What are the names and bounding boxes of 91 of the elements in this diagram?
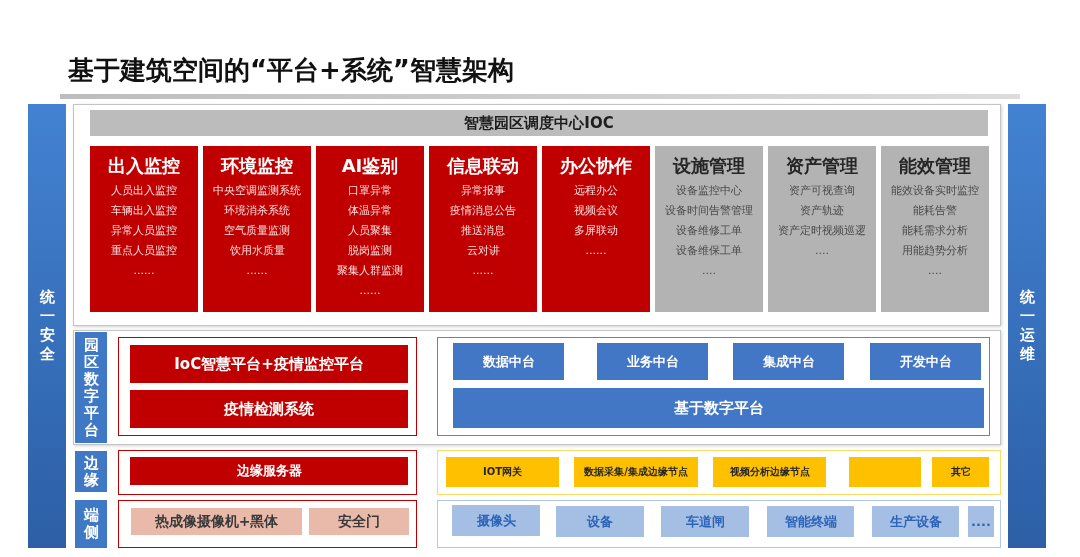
card-item: 多屏联动 [574, 223, 618, 239]
card-item: ...... [359, 283, 381, 299]
service-block: 业务中台 [597, 343, 708, 380]
service-block: 开发中台 [870, 343, 981, 380]
card-item: 环境消杀系统 [224, 203, 290, 219]
card-item: 资产定时视频巡逻 [778, 223, 866, 239]
device-block: 安全门 [309, 508, 409, 535]
card-heading: 办公协作 [560, 154, 632, 178]
card-item: 车辆出入监控 [111, 203, 177, 219]
side-bar: 统一安全 [28, 104, 66, 548]
card-item: 体温异常 [348, 203, 392, 219]
module-card [768, 146, 876, 312]
card-item: 能耗告警 [913, 203, 957, 219]
card-item: 脱岗监测 [348, 243, 392, 259]
card-item: 推送消息 [461, 223, 505, 239]
page-title: 基于建筑空间的“平台+系统”智慧架构 [68, 54, 514, 86]
card-item: .... [702, 263, 716, 279]
service-block: 数据中台 [453, 343, 564, 380]
module-card [881, 146, 989, 312]
group-panel [118, 337, 417, 436]
card-heading: 出入监控 [108, 154, 180, 178]
server-block: 边缘服务器 [130, 457, 408, 485]
system-block: 疫情检测系统 [130, 390, 408, 428]
edge-node-block: 视频分析边缘节点 [713, 457, 826, 487]
module-card [429, 146, 537, 312]
card-item: 饮用水质量 [229, 243, 285, 259]
device-block: 热成像摄像机+黑体 [131, 508, 302, 535]
card-heading: 环境监控 [221, 154, 293, 178]
card-item: 云对讲 [466, 243, 500, 259]
edge-node-block: 数据采集/集成边缘节点 [574, 457, 698, 487]
card-item: 设备监控中心 [676, 183, 742, 199]
card-item: 异常报事 [461, 183, 505, 199]
edge-node-block [849, 457, 921, 487]
layer-panel [73, 330, 1001, 445]
card-item: 空气质量监测 [224, 223, 290, 239]
card-heading: AI鉴别 [341, 154, 399, 178]
system-block: IoC智慧平台+疫情监控平台 [130, 345, 408, 383]
layer-panel [73, 104, 1001, 326]
card-item: 口罩异常 [348, 183, 392, 199]
card-item: .... [815, 243, 829, 259]
device-block: .... [968, 506, 994, 537]
module-card [90, 146, 198, 312]
card-item: ...... [472, 263, 494, 279]
group-panel [118, 450, 417, 495]
card-heading: 设施管理 [673, 154, 745, 178]
edge-node-block: 其它 [932, 457, 989, 487]
device-block: 设备 [556, 506, 644, 537]
card-item: 用能趋势分析 [902, 243, 968, 259]
device-block: 摄像头 [452, 505, 540, 536]
layer-label: 边缘 [75, 451, 107, 492]
module-card [203, 146, 311, 312]
device-block: 智能终端 [767, 506, 854, 537]
card-item: 视频会议 [574, 203, 618, 219]
card-item: 中央空调监测系统 [213, 183, 301, 199]
card-item: 重点人员监控 [111, 243, 177, 259]
card-item: ...... [585, 243, 607, 259]
card-item: 能效设备实时监控 [891, 183, 979, 199]
group-panel [437, 500, 1001, 548]
card-heading: 信息联动 [447, 154, 519, 178]
card-item: ...... [246, 263, 268, 279]
layer-label: 园区数字平台 [75, 332, 107, 443]
card-item: 资产轨迹 [800, 203, 844, 219]
card-item: 设备维修工单 [676, 223, 742, 239]
group-panel [118, 500, 417, 548]
group-panel [437, 337, 990, 436]
module-card [542, 146, 650, 312]
card-item: 异常人员监控 [111, 223, 177, 239]
card-item: 设备时间告警管理 [665, 203, 753, 219]
layer-label: 端侧 [75, 500, 107, 548]
card-heading: 资产管理 [786, 154, 858, 178]
module-card [316, 146, 424, 312]
side-bar: 统一运维 [1008, 104, 1046, 548]
card-item: .... [928, 263, 942, 279]
card-item: 远程办公 [574, 183, 618, 199]
device-block: 车道闸 [661, 506, 749, 537]
group-panel [437, 450, 1001, 495]
card-item: 人员聚集 [348, 223, 392, 239]
card-heading: 能效管理 [899, 154, 971, 178]
edge-node-block: IOT网关 [446, 457, 559, 487]
header-bar: 智慧园区调度中心IOC [90, 110, 988, 136]
card-item: ...... [133, 263, 155, 279]
device-block: 生产设备 [872, 506, 959, 537]
platform-block: 基于数字平台 [453, 388, 984, 428]
card-item: 聚集人群监测 [337, 263, 403, 279]
card-item: 设备维保工单 [676, 243, 742, 259]
card-item: 人员出入监控 [111, 183, 177, 199]
card-item: 疫情消息公告 [450, 203, 516, 219]
card-item: 能耗需求分析 [902, 223, 968, 239]
service-block: 集成中台 [733, 343, 844, 380]
module-card [655, 146, 763, 312]
card-item: 资产可视查询 [789, 183, 855, 199]
